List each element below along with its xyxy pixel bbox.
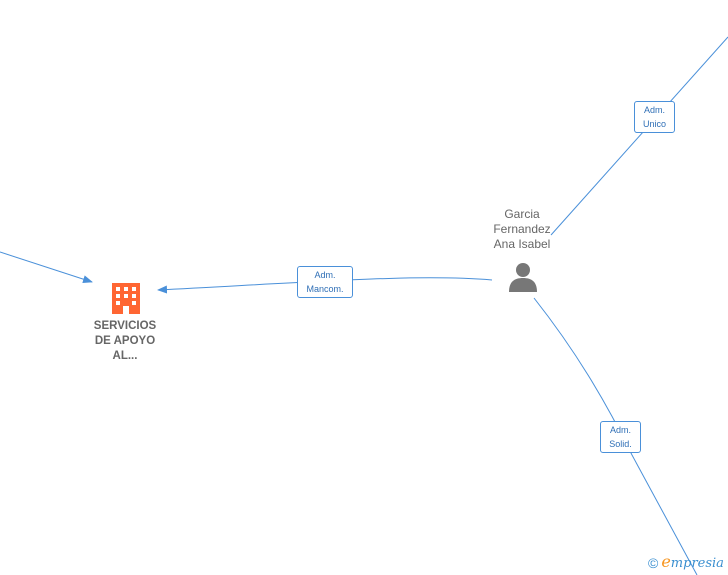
- edge-label-mancom-line-1: Adm.: [314, 270, 336, 280]
- empresia-watermark: © empresia: [648, 553, 724, 573]
- edge-label-unico[interactable]: Adm. Unico: [634, 101, 675, 133]
- edge-label-unico-line-2: Unico: [642, 119, 666, 129]
- company-name-line-1: SERVICIOS: [93, 320, 157, 332]
- person-name-line-3: Ana Isabel: [493, 237, 551, 251]
- edge-label-mancom[interactable]: Adm. Mancom.: [297, 266, 353, 298]
- edge-incoming-left: [0, 251, 93, 284]
- edge-person-to-company: [157, 277, 493, 294]
- building-icon[interactable]: [112, 283, 140, 314]
- person-name-line-1: Garcia: [504, 207, 540, 221]
- brand-rest: mpresia: [670, 556, 724, 571]
- brand-name: empresia: [661, 553, 724, 573]
- person-node-label[interactable]: Garcia Fernandez Ana Isabel: [480, 207, 564, 252]
- copyright-symbol: ©: [648, 555, 659, 571]
- edge-label-solid[interactable]: Adm. Solid.: [600, 421, 641, 453]
- company-name-line-3: AL...: [112, 350, 138, 362]
- company-name-line-2: DE APOYO: [94, 335, 156, 347]
- person-icon[interactable]: [509, 263, 537, 292]
- edge-label-solid-line-2: Solid.: [609, 439, 632, 449]
- edge-person-to-top-right: [550, 36, 728, 236]
- edge-label-unico-line-1: Adm.: [643, 105, 665, 115]
- edge-label-mancom-line-2: Mancom.: [306, 284, 344, 294]
- edge-label-solid-line-1: Adm.: [609, 425, 631, 435]
- brand-initial: e: [661, 552, 671, 571]
- person-name-line-2: Fernandez: [493, 222, 551, 236]
- company-node-label[interactable]: SERVICIOS DE APOYO AL...: [80, 319, 170, 364]
